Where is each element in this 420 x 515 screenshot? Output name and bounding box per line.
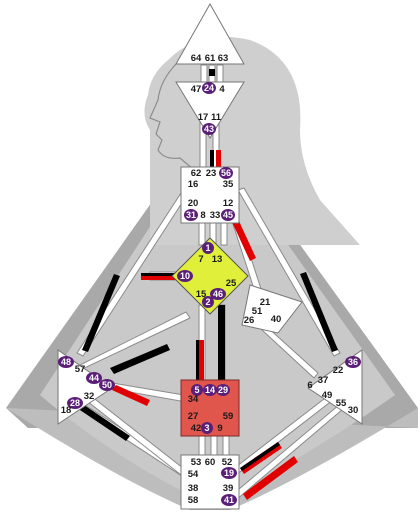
channel-stripe [141,273,177,276]
gate-label: 15 [196,289,207,300]
gate-label: 6 [307,380,312,391]
gate-label: 48 [61,357,71,367]
gate-label: 39 [223,483,234,494]
gate-label: 22 [333,365,344,376]
gate-label: 23 [206,168,217,179]
ajna-center [175,81,245,139]
gate-label: 17 [198,112,209,123]
gate-label: 34 [188,394,199,405]
gate-label: 64 [191,53,202,64]
gate-label: 10 [180,271,190,281]
gate-label: 5 [194,385,199,395]
channel-stripe [196,340,204,382]
channel-stripe [300,272,338,352]
gate-label: 12 [223,198,234,209]
gate-label: 37 [318,375,329,386]
gate-label: 58 [188,495,199,506]
channels [68,64,357,501]
channel-stripe [110,344,170,374]
gate-label: 55 [336,398,347,409]
gate-label: 47 [191,84,202,95]
channel-stripe [243,456,298,500]
gate-label: 27 [188,411,199,422]
gate-label: 52 [222,457,233,468]
channel-stripe [80,405,130,441]
gate-label: 63 [218,53,229,64]
channel-stripe [210,150,214,168]
channel-stripe [196,340,199,382]
channel-stripe [232,219,256,261]
gate-label: 29 [218,385,228,395]
gate-label: 38 [188,483,199,494]
g-center [171,237,249,315]
head-center [175,2,245,65]
gate-label: 41 [224,495,234,505]
gate-label: 35 [223,179,234,190]
gate-label: 51 [252,306,263,317]
channel-stripe [112,385,150,406]
gate-label: 50 [102,380,112,390]
gate-label: 40 [271,314,282,325]
gate-label: 60 [205,457,216,468]
gate-label: 11 [211,112,222,123]
gate-label: 16 [188,179,199,190]
gate-label: 33 [210,210,221,221]
gate-label: 14 [205,385,215,395]
gate-label: 25 [226,278,237,289]
gate-label: 19 [224,468,234,478]
channel-stripe [209,69,215,76]
gate-label: 26 [244,315,255,326]
body-inner [40,135,395,495]
gate-label: 62 [191,168,202,179]
gate-label: 49 [322,390,333,401]
gate-label: 57 [75,364,86,375]
gate-label: 4 [219,84,225,95]
channel-stripe [218,305,225,383]
gate-label: 28 [70,398,80,408]
gate-label: 46 [213,289,223,299]
gate-label: 8 [200,210,205,221]
face-profile [149,61,201,176]
gate-label: 54 [188,469,199,480]
gate-label: 32 [84,391,95,402]
gate-label: 13 [212,254,223,265]
gate-label: 7 [198,254,203,265]
gate-label: 59 [223,411,234,422]
channel-stripe [240,442,280,471]
gate-label: 36 [348,357,358,367]
gate-label: 2 [205,297,210,307]
gate-label: 1 [205,243,210,253]
gate-label: 56 [221,168,231,178]
gate-label: 61 [205,53,216,64]
solar-plexus-center [307,349,363,425]
gate-label: 44 [89,373,99,383]
gate-label: 3 [204,423,209,433]
gate-label: 53 [191,457,202,468]
heart-center [241,284,303,334]
channel-stripe [141,273,177,280]
gate-label: 30 [348,405,359,416]
gate-label: 18 [61,405,72,416]
gate-label: 43 [204,124,214,134]
gate-markers [58,82,361,506]
gate-label: 45 [223,210,233,220]
gate-label: 9 [217,423,222,434]
gate-label: 24 [204,83,214,93]
gate-label: 21 [260,297,271,308]
gate-label: 20 [188,198,199,209]
channel-stripe [216,150,221,168]
gate-label: 42 [191,423,202,434]
gate-label: 31 [186,210,196,220]
channel-stripe [82,274,120,352]
